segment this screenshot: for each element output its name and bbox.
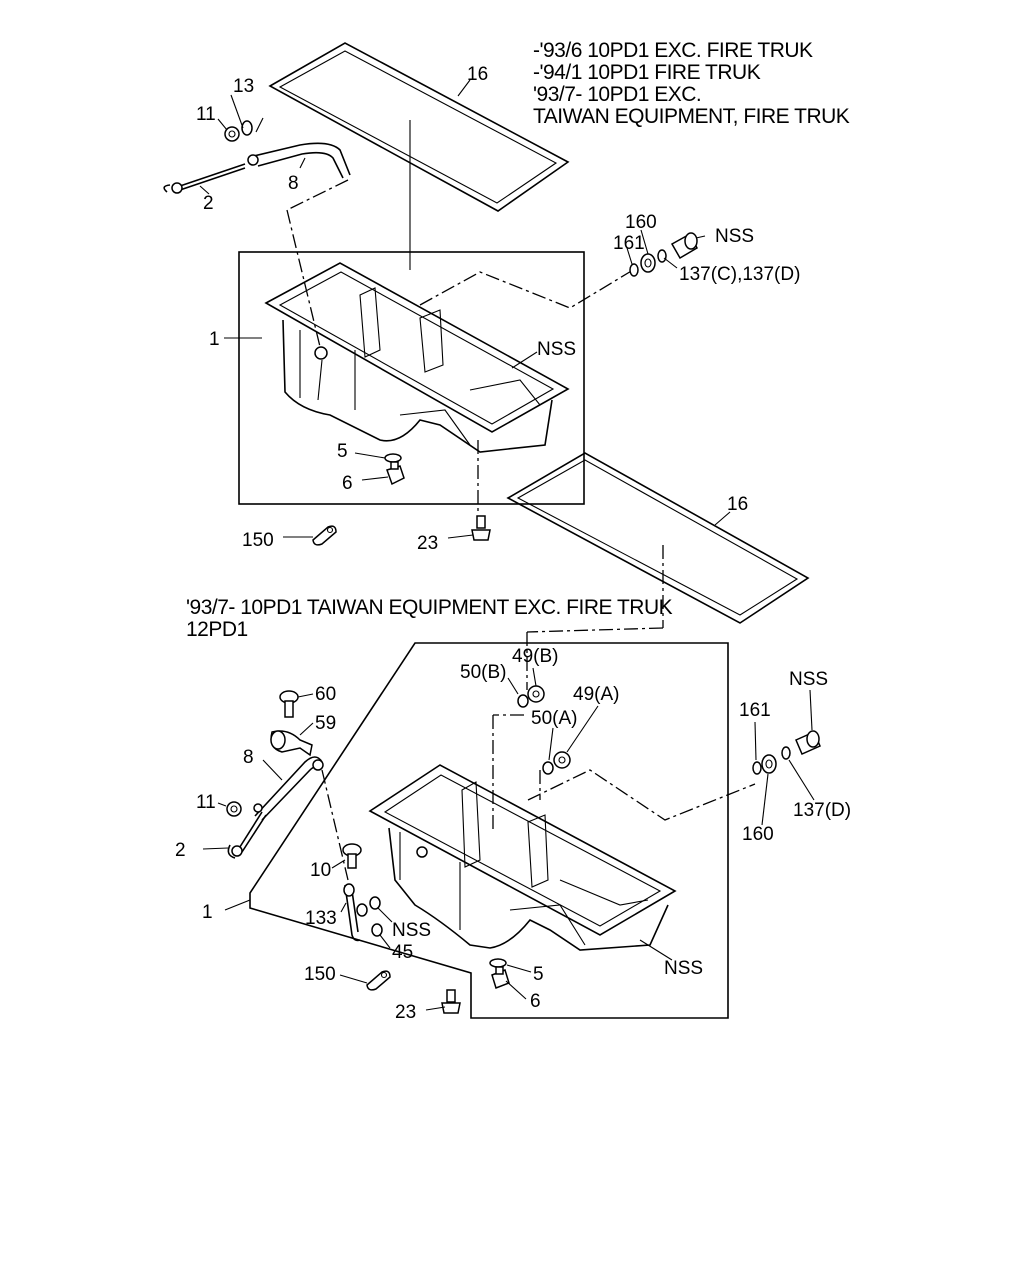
- centerline: [419, 269, 634, 309]
- spacer-160-bottom: [761, 754, 777, 774]
- note-line: '93/7- 10PD1 TAIWAN EQUIPMENT EXC. FIRE …: [186, 596, 673, 619]
- washer-161-top: [629, 263, 639, 277]
- spacer-160-top: [640, 253, 656, 273]
- callout-8: 8: [243, 747, 254, 768]
- plug-6-bottom: [491, 966, 510, 989]
- centerline: [526, 627, 664, 633]
- leaders-top: [199, 79, 731, 539]
- callout-23: 23: [395, 1002, 416, 1023]
- dipstick-2-top: [163, 163, 246, 194]
- assembly-frame-top: [238, 251, 585, 505]
- washer-5-top: [384, 453, 402, 463]
- callout-11: 11: [196, 792, 216, 813]
- plug-nss-top: [670, 232, 698, 260]
- callout-23: 23: [417, 533, 438, 554]
- callout-150: 150: [304, 964, 336, 985]
- washer-45: [371, 923, 383, 937]
- washer-5-bottom: [489, 958, 507, 968]
- callout-5: 5: [533, 964, 544, 985]
- callout-150: 150: [242, 530, 274, 551]
- nut-11-bottom: [226, 801, 242, 817]
- guide-tube-8-bottom: [254, 756, 324, 821]
- callout-1: 1: [202, 902, 213, 923]
- pipe-133: [343, 883, 368, 942]
- bolt-23-bottom: [441, 989, 461, 1014]
- oil-pan-1-top: [264, 262, 570, 453]
- centerline: [527, 769, 756, 821]
- oil-pan-1-bottom: [368, 764, 677, 951]
- clip-150-bottom: [366, 970, 391, 991]
- callout-nss: NSS: [537, 339, 576, 360]
- washer-nss-mid: [369, 896, 381, 910]
- nut-49a: [553, 751, 571, 769]
- callout-2: 2: [203, 193, 214, 214]
- note-line: TAIWAN EQUIPMENT, FIRE TRUK: [533, 105, 850, 128]
- callout-nss: NSS: [789, 669, 828, 690]
- callout-50a: 50(A): [531, 708, 577, 729]
- plug-nss-bottom: [795, 730, 821, 755]
- leaders-bottom: [202, 667, 815, 1011]
- callout-161: 161: [739, 700, 771, 721]
- note-line: -'93/6 10PD1 EXC. FIRE TRUK: [533, 39, 813, 62]
- callout-8: 8: [288, 173, 299, 194]
- washer-13-top: [241, 120, 253, 136]
- callout-13: 13: [233, 76, 254, 97]
- bolt-60: [279, 690, 299, 718]
- callout-6: 6: [342, 473, 353, 494]
- callout-nss: NSS: [392, 920, 431, 941]
- applicability-note-bottom: '93/7- 10PD1 TAIWAN EQUIPMENT EXC. FIRE …: [186, 596, 673, 641]
- callout-nss: NSS: [664, 958, 703, 979]
- gasket-16-bottom: [506, 452, 810, 624]
- washer-137d-bottom: [781, 746, 791, 760]
- centerline: [286, 179, 349, 211]
- plug-6-top: [386, 461, 405, 486]
- callout-160: 160: [625, 212, 657, 233]
- dipstick-2-bottom: [227, 803, 267, 859]
- callout-5: 5: [337, 441, 348, 462]
- assembly-frame-bottom: [249, 642, 729, 1019]
- clip-150-top: [312, 525, 337, 546]
- callout-45: 45: [392, 942, 413, 963]
- note-line: 12PD1: [186, 618, 248, 641]
- leader-13: [255, 117, 264, 133]
- callout-49a: 49(A): [573, 684, 619, 705]
- applicability-note-top: -'93/6 10PD1 EXC. FIRE TRUK -'94/1 10PD1…: [533, 39, 850, 128]
- callout-16: 16: [727, 494, 748, 515]
- bolt-10: [342, 843, 362, 869]
- washer-161-bottom: [752, 761, 762, 775]
- callout-160: 160: [742, 824, 774, 845]
- callout-137: 137(C),137(D): [679, 264, 800, 285]
- bolt-23-top: [471, 515, 491, 541]
- note-line: -'94/1 10PD1 FIRE TRUK: [533, 61, 761, 84]
- nut-49b: [527, 685, 545, 703]
- callout-60: 60: [315, 684, 336, 705]
- callout-133: 133: [305, 908, 337, 929]
- callout-10: 10: [310, 860, 331, 881]
- callout-6: 6: [530, 991, 541, 1012]
- note-line: '93/7- 10PD1 EXC.: [533, 83, 702, 106]
- callout-11: 11: [196, 104, 216, 125]
- gasket-16-top: [268, 42, 570, 212]
- callout-16: 16: [467, 64, 488, 85]
- callout-1: 1: [209, 329, 220, 350]
- callout-161: 161: [613, 233, 645, 254]
- bracket-59: [270, 730, 313, 757]
- callout-50b: 50(B): [460, 662, 506, 683]
- washer-50a: [542, 761, 554, 775]
- washer-137-top: [657, 249, 667, 263]
- callout-2: 2: [175, 840, 186, 861]
- callout-137d: 137(D): [793, 800, 851, 821]
- washer-50b: [517, 694, 529, 708]
- centerline: [321, 769, 349, 881]
- callout-49b: 49(B): [512, 646, 558, 667]
- guide-tube-8-top: [247, 142, 351, 179]
- nut-11-top: [224, 126, 240, 142]
- callout-59: 59: [315, 713, 336, 734]
- callout-nss: NSS: [715, 226, 754, 247]
